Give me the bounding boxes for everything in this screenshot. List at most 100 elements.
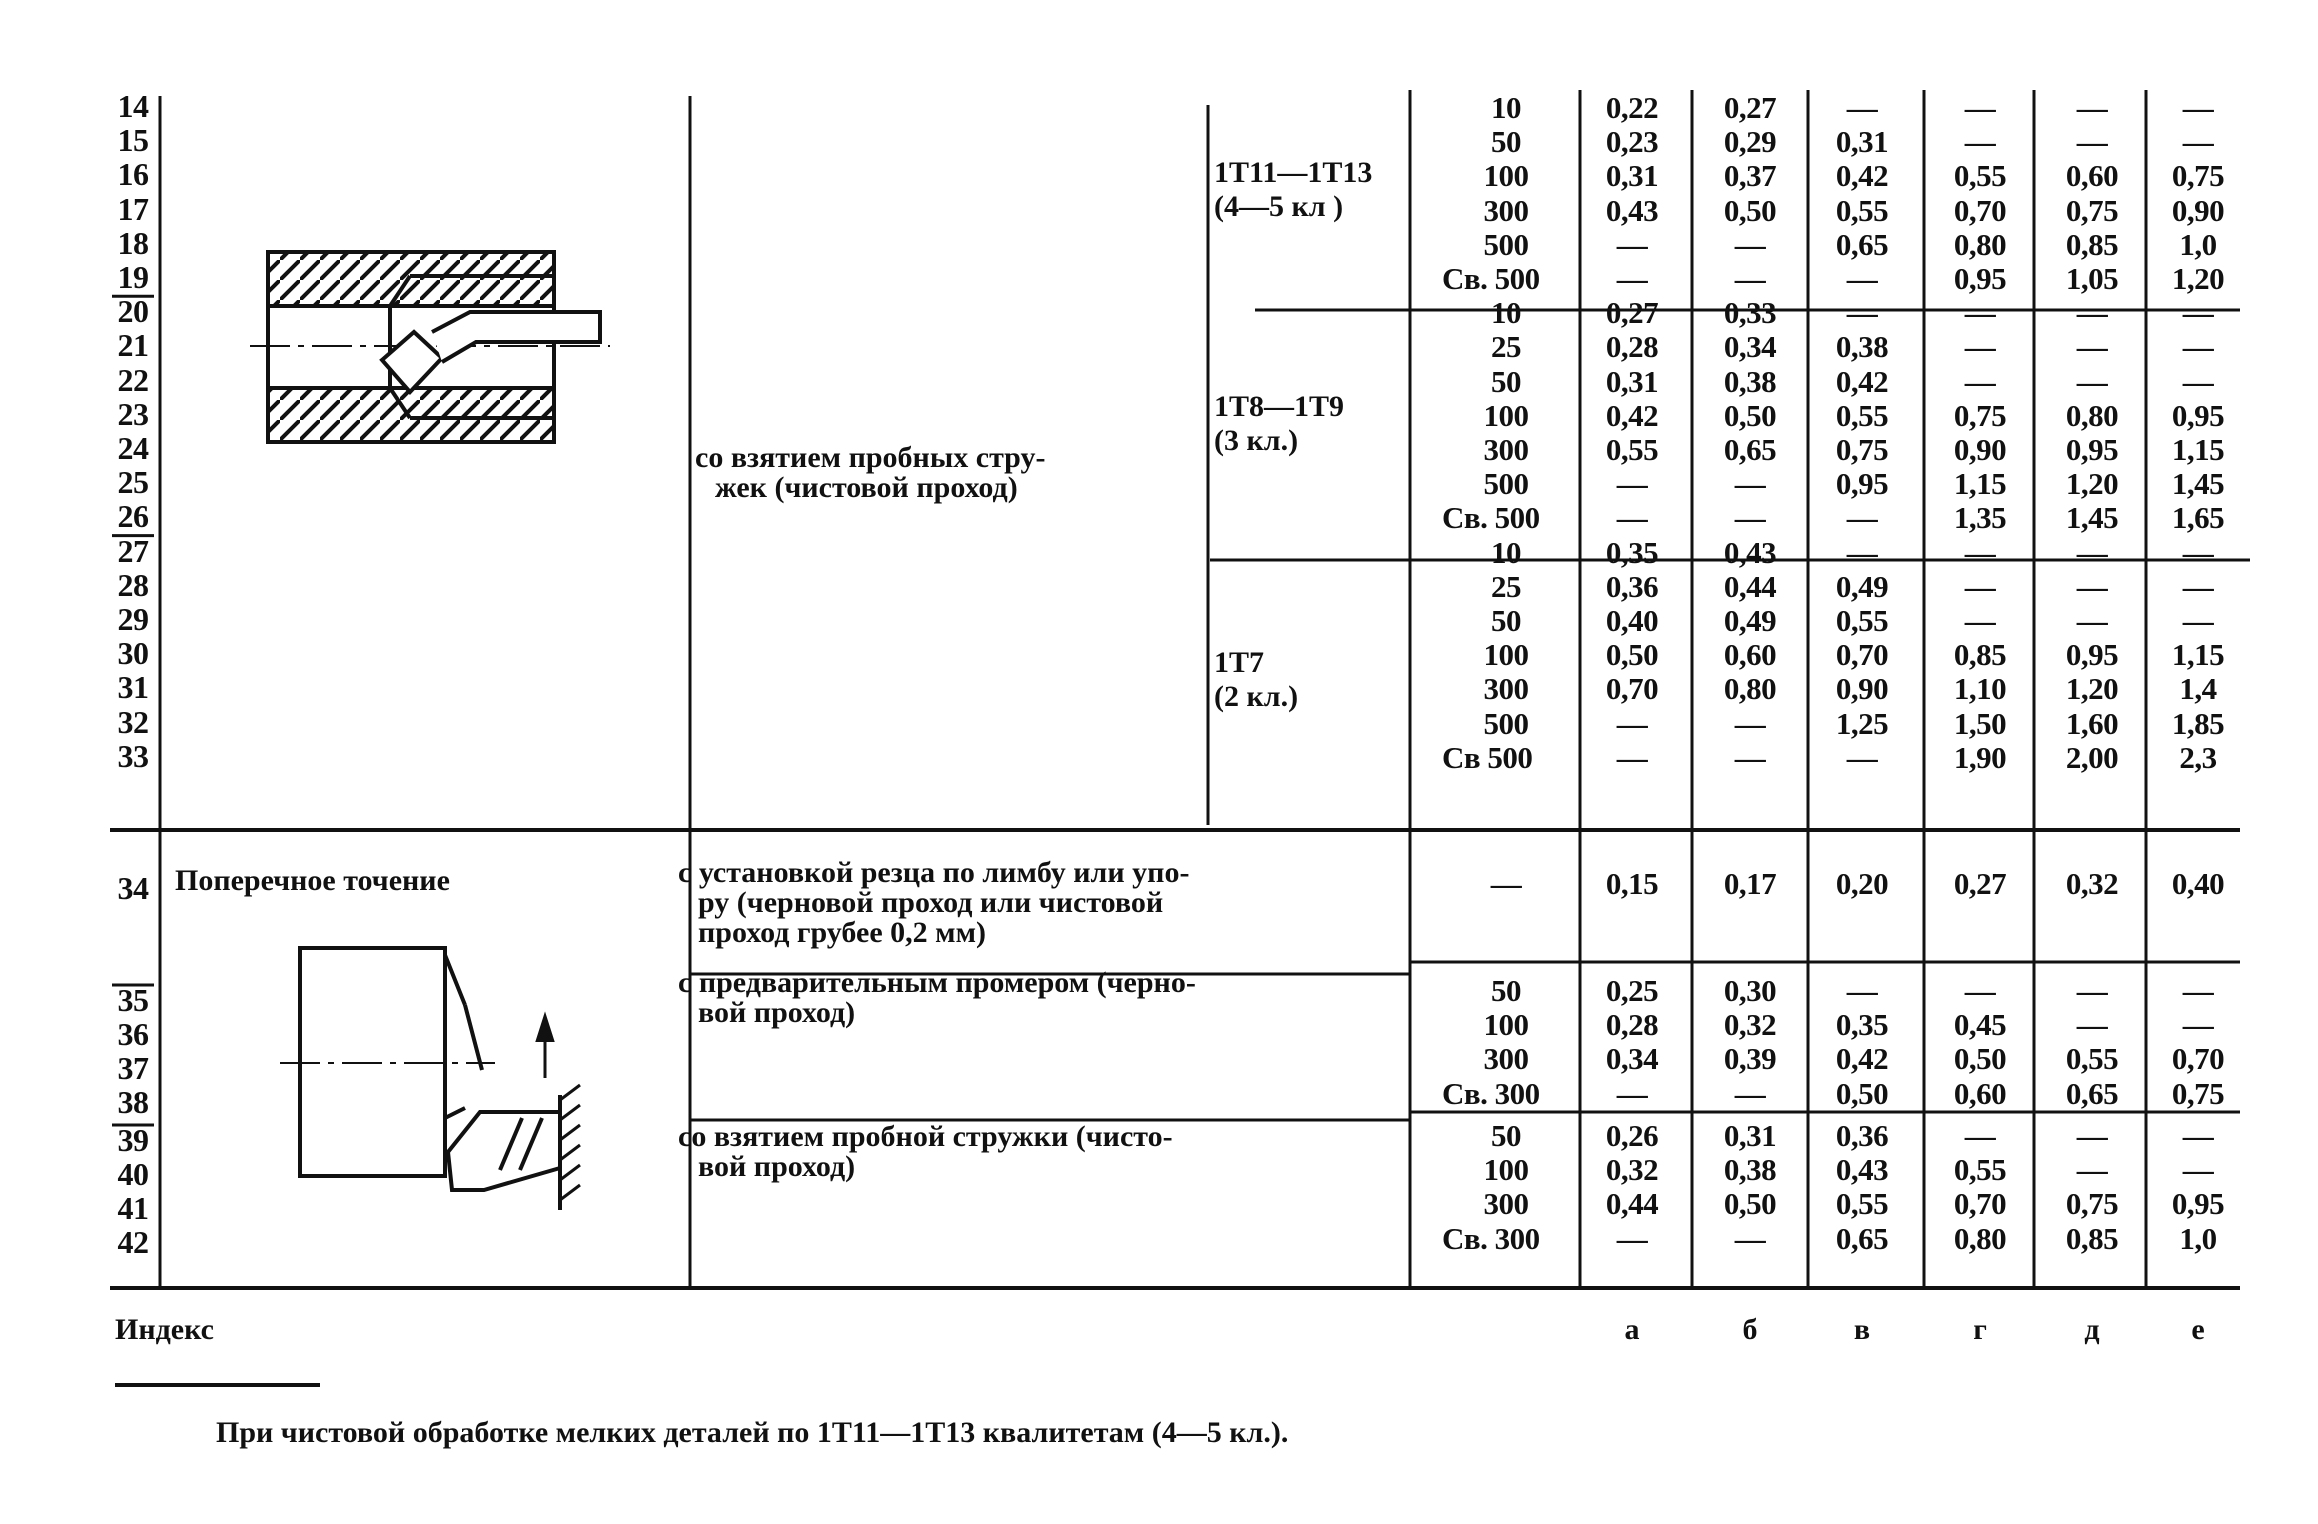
allowance-cell: 1,20 <box>2171 261 2225 296</box>
allowance-cell: 1,20 <box>2065 671 2119 707</box>
allowance-cell: 0,95 <box>2065 432 2119 467</box>
tolerance-grade-label: 1Т7 <box>1214 646 1265 679</box>
allowance-cell: 0,43 <box>1835 1152 1889 1188</box>
allowance-cell: — <box>2182 973 2214 1008</box>
allowance-cell: 0,38 <box>1835 329 1889 365</box>
allowance-cell: 0,70 <box>1605 671 1659 707</box>
allowance-cell: 0,43 <box>1723 534 1777 570</box>
diameter-cell: 500 <box>1483 226 1530 262</box>
allowance-cell: 0,23 <box>1605 124 1659 160</box>
diameter-cell: 300 <box>1483 192 1530 228</box>
allowance-cell: 0,27 <box>1723 90 1777 125</box>
allowance-cell: 0,38 <box>1723 363 1777 399</box>
allowance-cell: — <box>2182 295 2214 331</box>
row-number: 17 <box>117 190 150 227</box>
allowance-cell: — <box>2182 124 2214 160</box>
diameter-cell: Св. 300 <box>1442 1075 1540 1111</box>
allowance-cell: 0,38 <box>1723 1152 1777 1188</box>
allowance-cell: 0,40 <box>2171 866 2225 901</box>
allowance-cell: 1,15 <box>1953 466 2007 502</box>
allowance-cell: — <box>1964 90 1996 125</box>
allowance-cell: 0,90 <box>2171 192 2225 228</box>
diameter-cell: 100 <box>1483 637 1530 673</box>
method-text-line: жек (чистовой проход) <box>715 471 1018 504</box>
allowance-cell: 0,75 <box>2171 1075 2225 1111</box>
allowance-cell: — <box>2182 534 2214 570</box>
allowance-cell: — <box>1846 534 1878 570</box>
boring-tool-drawing <box>250 250 610 444</box>
tolerance-grade-label: 1Т11—1Т13 <box>1214 156 1373 189</box>
method-text-line: вой проход) <box>698 1150 856 1183</box>
column-index-letter: е <box>2191 1313 2205 1346</box>
method-text-line: с установкой резца по лимбу или упо- <box>678 856 1190 889</box>
tolerance-grade-label: (2 кл.) <box>1214 680 1299 713</box>
allowance-cell: 0,44 <box>1605 1186 1659 1222</box>
diameter-cell: 50 <box>1491 973 1522 1008</box>
allowance-cell: — <box>1734 466 1766 502</box>
diameter-cell: 300 <box>1483 1186 1530 1222</box>
allowance-cell: 0,65 <box>1835 1220 1889 1256</box>
allowance-cell: 0,27 <box>1605 295 1659 331</box>
allowance-cell: 0,50 <box>1605 637 1659 673</box>
allowance-cell: 0,25 <box>1605 973 1659 1008</box>
operation-name: Поперечное точение <box>175 864 450 897</box>
allowance-cell: 0,39 <box>1723 1041 1777 1077</box>
row-number: 33 <box>117 737 150 774</box>
allowance-cell: 1,20 <box>2065 466 2119 502</box>
allowance-cell: — <box>1964 363 1996 399</box>
column-index-letter: а <box>1624 1313 1640 1346</box>
allowance-cell: 0,31 <box>1835 124 1889 160</box>
allowance-cell: — <box>1846 500 1878 536</box>
allowance-cell: 0,60 <box>2065 158 2119 194</box>
allowance-cell: 1,45 <box>2171 466 2225 502</box>
allowance-cell: 0,42 <box>1605 397 1659 433</box>
tolerance-grade-label: 1Т8—1Т9 <box>1214 390 1345 423</box>
allowance-cell: — <box>1734 705 1766 741</box>
allowance-cell: 1,90 <box>1953 739 2007 775</box>
diameter-cell: 10 <box>1491 295 1522 331</box>
allowance-cell: — <box>1616 261 1648 296</box>
row-number: 42 <box>117 1224 150 1260</box>
allowance-cell: 0,50 <box>1723 397 1777 433</box>
allowance-cell: 0,29 <box>1723 124 1777 160</box>
allowance-cell: 0,43 <box>1605 192 1659 228</box>
allowance-cell: — <box>2076 1152 2108 1188</box>
allowance-cell: — <box>1964 973 1996 1008</box>
allowance-cell: — <box>2182 329 2214 365</box>
row-number: 40 <box>117 1156 150 1192</box>
diameter-cell: 300 <box>1483 671 1530 707</box>
row-number: 25 <box>117 464 150 501</box>
column-index-letter: д <box>2084 1313 2100 1346</box>
allowance-cell: — <box>1964 603 1996 638</box>
allowance-cell: 0,85 <box>1953 637 2007 673</box>
row-number: 41 <box>117 1190 150 1226</box>
diameter-cell: — <box>1490 866 1522 901</box>
index-row-label: Индекс <box>115 1313 214 1346</box>
allowance-cell: — <box>2182 568 2214 604</box>
allowance-cell: 0,55 <box>1835 397 1889 433</box>
allowance-cell: 0,42 <box>1835 363 1889 399</box>
method-text-line: с предварительным промером (черно- <box>678 966 1196 999</box>
allowance-cell: 0,90 <box>1953 432 2007 467</box>
row-number: 16 <box>117 156 150 193</box>
row-number: 34 <box>117 870 150 906</box>
allowance-cell: — <box>1616 1075 1648 1111</box>
allowance-cell: 0,50 <box>1835 1075 1889 1111</box>
diameter-cell: 25 <box>1491 329 1522 365</box>
allowance-cell: 0,55 <box>2065 1041 2119 1077</box>
allowance-cell: 1,45 <box>2065 500 2119 536</box>
allowance-cell: — <box>1846 295 1878 331</box>
row-number: 21 <box>117 327 150 364</box>
row-number: 22 <box>117 361 150 398</box>
row-number: 20 <box>117 293 150 330</box>
diameter-cell: 50 <box>1491 363 1522 399</box>
allowance-cell: 0,95 <box>2171 397 2225 433</box>
diameter-cell: Св. 500 <box>1442 261 1540 296</box>
allowance-cell: — <box>2076 363 2108 399</box>
allowance-cell: 0,20 <box>1835 866 1889 901</box>
diameter-cell: 300 <box>1483 432 1530 467</box>
allowance-cell: — <box>1616 466 1648 502</box>
diameter-cell: Св. 300 <box>1442 1220 1540 1256</box>
